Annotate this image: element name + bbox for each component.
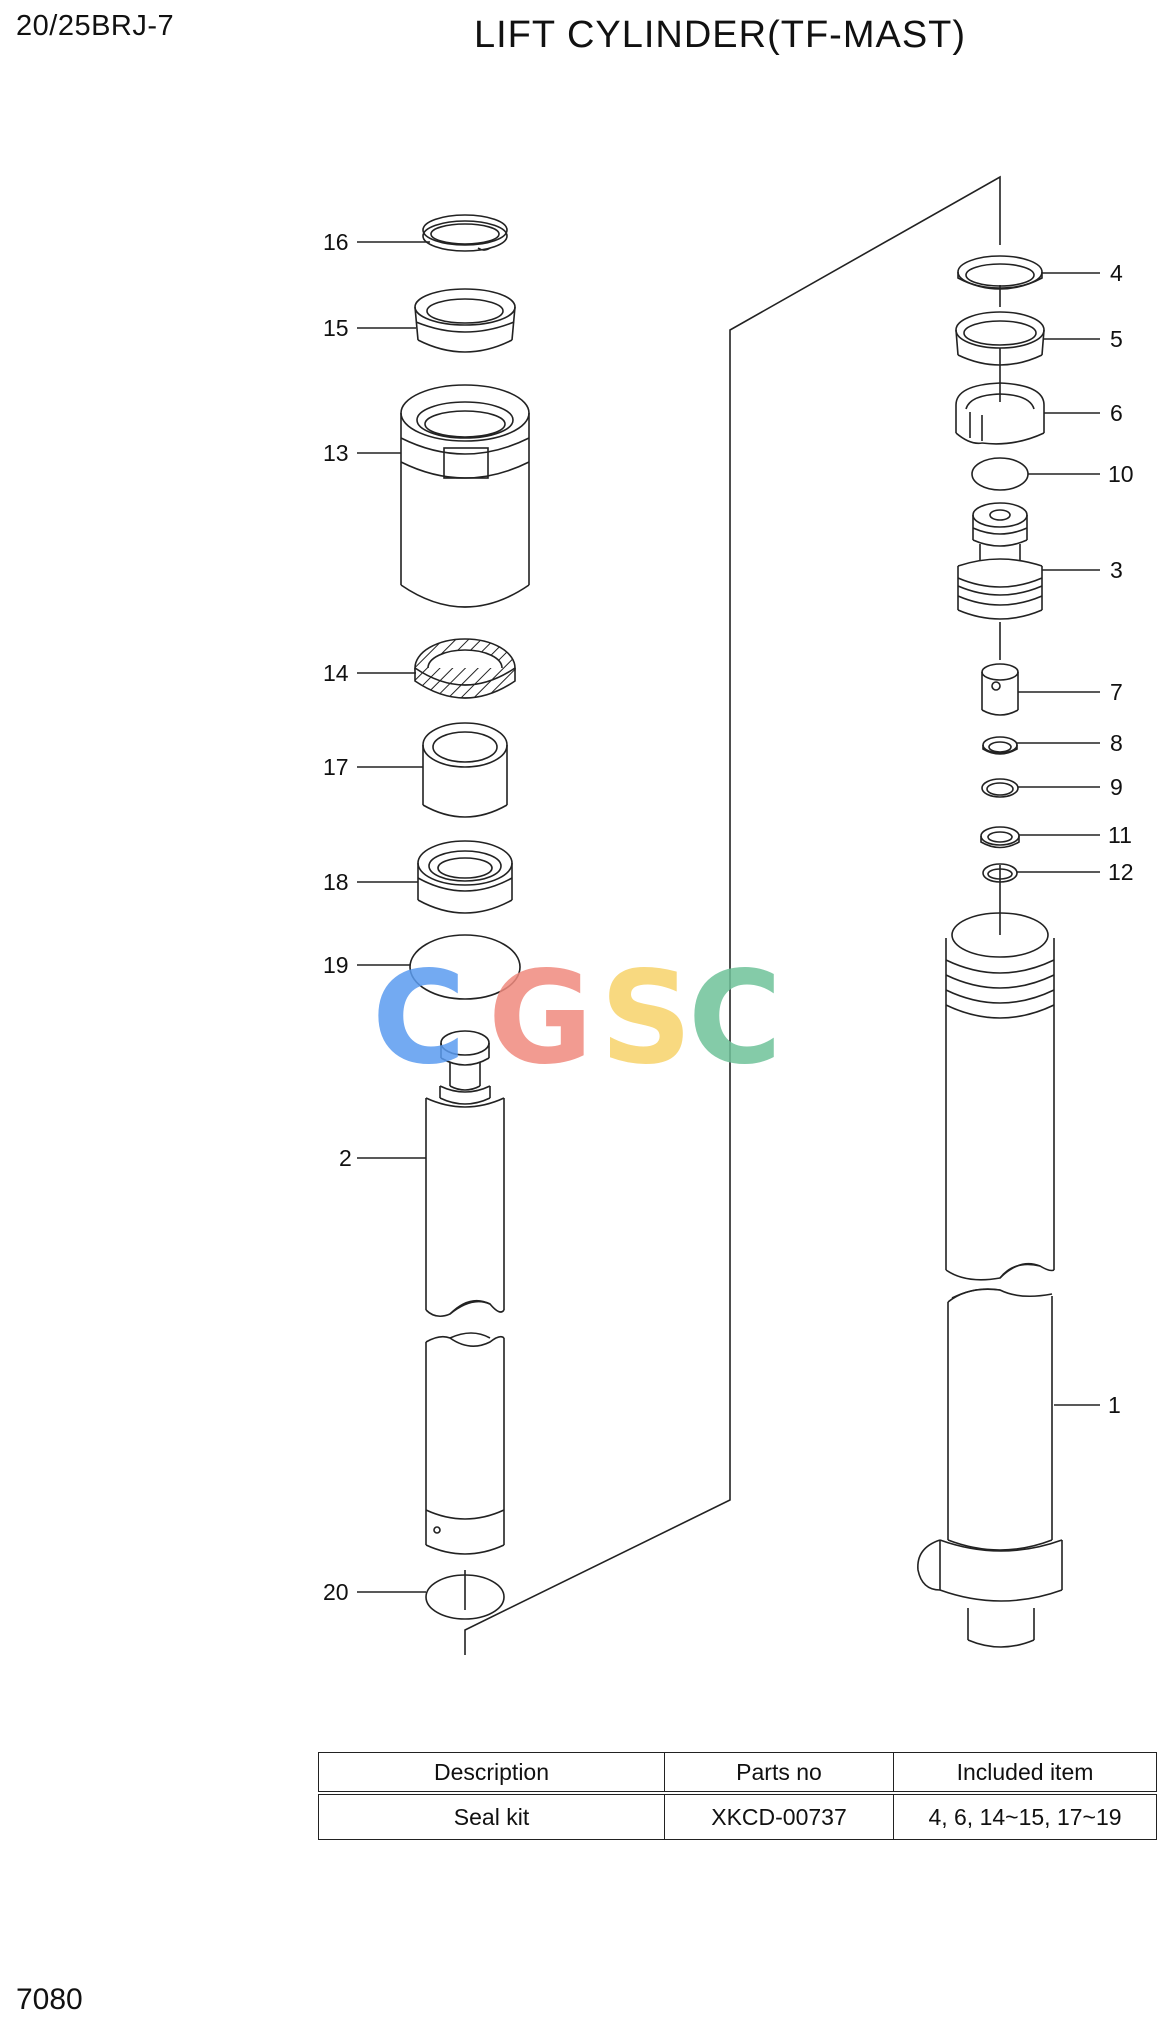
callout-12: 12 [1108, 859, 1134, 885]
callout-17: 17 [323, 754, 349, 780]
page-title: LIFT CYLINDER(TF-MAST) [473, 14, 967, 56]
watermark-letter-g: G [488, 944, 593, 1093]
column-header-description: Description [318, 1752, 665, 1794]
part-9-snap-ring [981, 778, 1019, 798]
exploded-parts-diagram: C G S C 16 15 13 14 17 18 19 2 20 4 5 6 … [323, 175, 1134, 1655]
cgsc-watermark: C G S C [372, 944, 782, 1093]
column-header-included-item: Included item [893, 1752, 1157, 1794]
part-10-o-ring [971, 457, 1029, 491]
part-6-wear-ring [955, 382, 1045, 445]
watermark-letter-s: S [600, 944, 692, 1093]
leader-lines [357, 241, 1100, 1593]
callout-13: 13 [323, 440, 349, 466]
part-20-o-ring [425, 1574, 505, 1620]
watermark-letter-c: C [372, 944, 466, 1093]
callout-7: 7 [1110, 679, 1123, 705]
part-11-ring [980, 826, 1020, 849]
part-7-pin [981, 663, 1019, 716]
callout-18: 18 [323, 869, 349, 895]
callout-19: 19 [323, 952, 349, 978]
callout-2: 2 [339, 1145, 352, 1171]
cell-description: Seal kit [318, 1792, 665, 1840]
table-row: Seal kit XKCD-00737 4, 6, 14~15, 17~19 [318, 1792, 1157, 1840]
part-2-piston-rod [425, 1030, 505, 1555]
cell-parts-no: XKCD-00737 [664, 1792, 894, 1840]
callout-10: 10 [1108, 461, 1134, 487]
watermark-letter-c: C [688, 944, 782, 1093]
callout-8: 8 [1110, 730, 1123, 756]
part-5-ring [955, 311, 1045, 366]
seal-kit-table: Description Parts no Included item Seal … [318, 1752, 1157, 1840]
part-13-gland [400, 384, 530, 608]
callout-11: 11 [1108, 822, 1132, 848]
part-8-ring [982, 736, 1018, 755]
part-1-cylinder-tube [917, 912, 1063, 1648]
callout-3: 3 [1110, 557, 1123, 583]
callout-14: 14 [323, 660, 349, 686]
column-header-parts-no: Parts no [664, 1752, 894, 1794]
part-16-snap-ring [422, 214, 508, 252]
model-code: 20/25BRJ-7 [16, 10, 175, 42]
callout-15: 15 [323, 315, 349, 341]
callout-6: 6 [1110, 400, 1123, 426]
callout-5: 5 [1110, 326, 1123, 352]
callout-20: 20 [323, 1579, 349, 1605]
part-14-seal [414, 638, 516, 699]
part-3-piston [957, 502, 1043, 620]
part-15-bushing [414, 288, 516, 353]
callout-4: 4 [1110, 260, 1123, 286]
table-header-row: Description Parts no Included item [318, 1752, 1157, 1794]
part-12-snap-ring [982, 863, 1018, 883]
cell-included-item: 4, 6, 14~15, 17~19 [893, 1792, 1157, 1840]
callout-9: 9 [1110, 774, 1123, 800]
part-4-seal [957, 255, 1043, 290]
page-number: 7080 [16, 1983, 83, 2016]
part-17-bushing [422, 722, 508, 818]
callout-1: 1 [1108, 1392, 1121, 1418]
part-18-wiper [417, 840, 513, 914]
callout-16: 16 [323, 229, 349, 255]
assembly-line [464, 175, 1001, 1655]
part-19-o-ring [409, 934, 521, 1000]
